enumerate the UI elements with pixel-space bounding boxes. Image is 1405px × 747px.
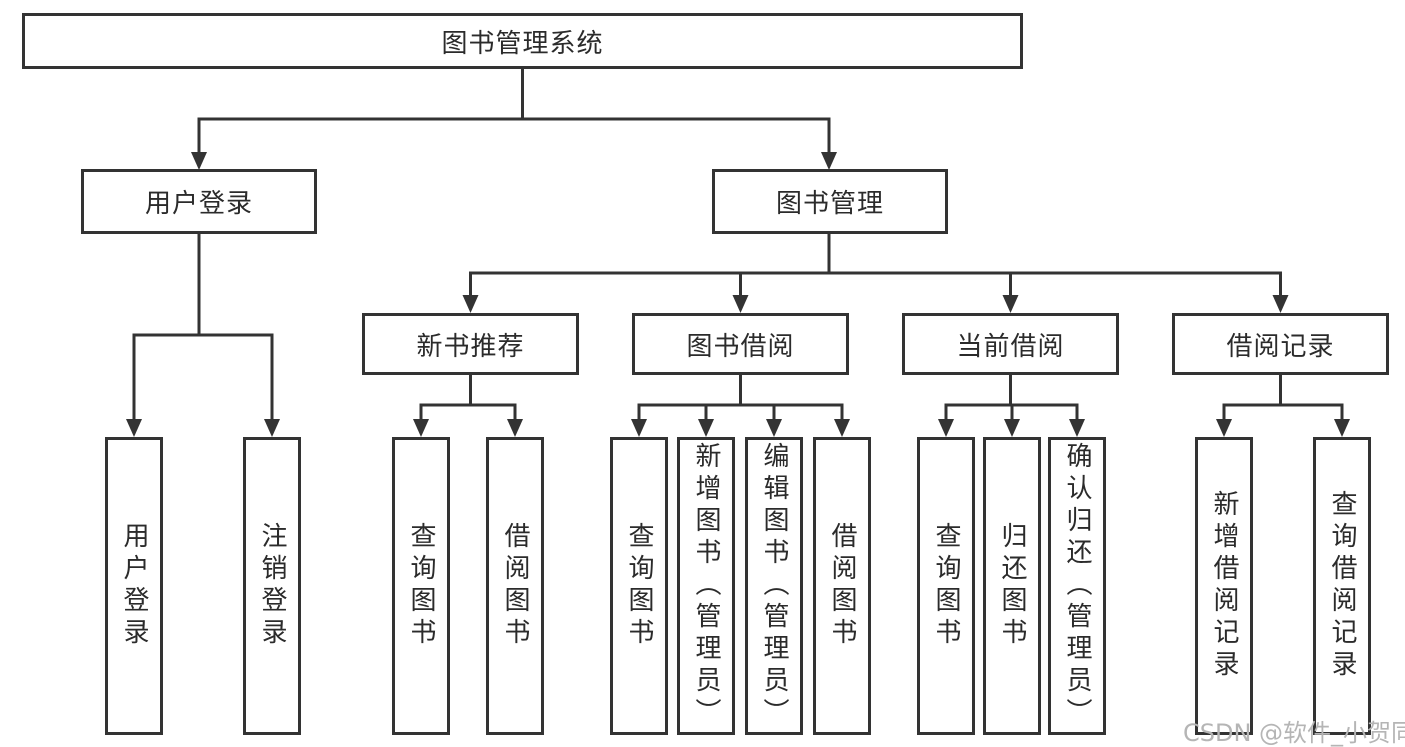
watermark: CSDN @软件_小贺同学 (1183, 719, 1405, 747)
arrowhead (732, 295, 749, 313)
arrowhead (821, 152, 837, 170)
arrowhead (413, 419, 429, 437)
node-leaf-nb-borrow: 借阅图书 (486, 437, 544, 735)
node-leaf-br-add: 新增借阅记录 (1195, 437, 1253, 735)
node-book-borrow-label: 图书借阅 (686, 331, 795, 362)
node-leaf-logout-label: 注销登录 (257, 522, 287, 650)
node-leaf-cb-confirm-label: 确认归还（管理员） (1062, 442, 1092, 730)
node-leaf-nb-borrow-label: 借阅图书 (500, 522, 530, 650)
node-leaf-cb-query-label: 查询图书 (931, 522, 961, 650)
connector-current-borrow-to-leaves (938, 373, 1085, 437)
node-leaf-logout: 注销登录 (243, 437, 301, 735)
connector-user-login-to-leaves (126, 231, 280, 437)
arrowhead (1002, 295, 1019, 313)
node-leaf-bb-borrow-label: 借阅图书 (827, 522, 857, 650)
arrowhead (631, 419, 647, 437)
arrowhead (507, 419, 523, 437)
node-book-mgmt: 图书管理 (712, 169, 948, 234)
node-root-label: 图书管理系统 (441, 28, 604, 59)
node-leaf-login-label: 用户登录 (119, 522, 149, 650)
node-leaf-br-query-label: 查询借阅记录 (1327, 490, 1357, 682)
node-leaf-bb-query: 查询图书 (610, 437, 668, 735)
node-leaf-bb-add: 新增图书（管理员） (677, 437, 735, 735)
node-leaf-cb-return-label: 归还图书 (997, 522, 1027, 650)
node-new-books: 新书推荐 (362, 313, 579, 375)
arrowhead (834, 419, 850, 437)
node-new-books-label: 新书推荐 (416, 331, 525, 362)
arrowhead (191, 152, 207, 170)
arrowhead (1069, 419, 1085, 437)
connector-book-borrow-to-leaves (631, 373, 850, 437)
arrowhead (1216, 419, 1232, 437)
node-user-login-label: 用户登录 (144, 189, 253, 219)
arrowhead (126, 419, 142, 437)
arrowhead (1272, 295, 1289, 313)
node-leaf-login: 用户登录 (105, 437, 163, 735)
arrowhead (1004, 419, 1020, 437)
node-leaf-nb-query: 查询图书 (392, 437, 450, 735)
node-leaf-cb-query: 查询图书 (917, 437, 975, 735)
node-book-borrow: 图书借阅 (632, 313, 849, 375)
node-current-borrow: 当前借阅 (902, 313, 1119, 375)
arrowhead (1334, 419, 1350, 437)
node-leaf-bb-add-label: 新增图书（管理员） (691, 442, 721, 730)
node-leaf-bb-edit-label: 编辑图书（管理员） (759, 442, 789, 730)
connector-root-to-level2 (191, 67, 837, 170)
node-leaf-bb-query-label: 查询图书 (624, 522, 654, 650)
arrowhead (938, 419, 954, 437)
node-leaf-bb-edit: 编辑图书（管理员） (745, 437, 803, 735)
node-borrow-records-label: 借阅记录 (1226, 331, 1335, 362)
arrowhead (462, 295, 479, 313)
connector-borrow-records-to-leaves (1216, 373, 1350, 437)
node-leaf-cb-confirm: 确认归还（管理员） (1048, 437, 1106, 735)
arrowhead (698, 419, 714, 437)
node-book-mgmt-label: 图书管理 (775, 189, 884, 219)
arrowhead (264, 419, 280, 437)
connector-new-books-to-leaves (413, 373, 523, 437)
node-leaf-cb-return: 归还图书 (983, 437, 1041, 735)
arrowhead (766, 419, 782, 437)
node-leaf-br-query: 查询借阅记录 (1313, 437, 1371, 735)
node-user-login: 用户登录 (81, 169, 317, 234)
node-leaf-nb-query-label: 查询图书 (406, 522, 436, 650)
node-borrow-records: 借阅记录 (1172, 313, 1389, 375)
node-leaf-br-add-label: 新增借阅记录 (1209, 490, 1239, 682)
connector-book-mgmt-to-level3 (462, 232, 1289, 313)
node-current-borrow-label: 当前借阅 (956, 331, 1065, 362)
node-root: 图书管理系统 (22, 13, 1023, 69)
node-leaf-bb-borrow: 借阅图书 (813, 437, 871, 735)
